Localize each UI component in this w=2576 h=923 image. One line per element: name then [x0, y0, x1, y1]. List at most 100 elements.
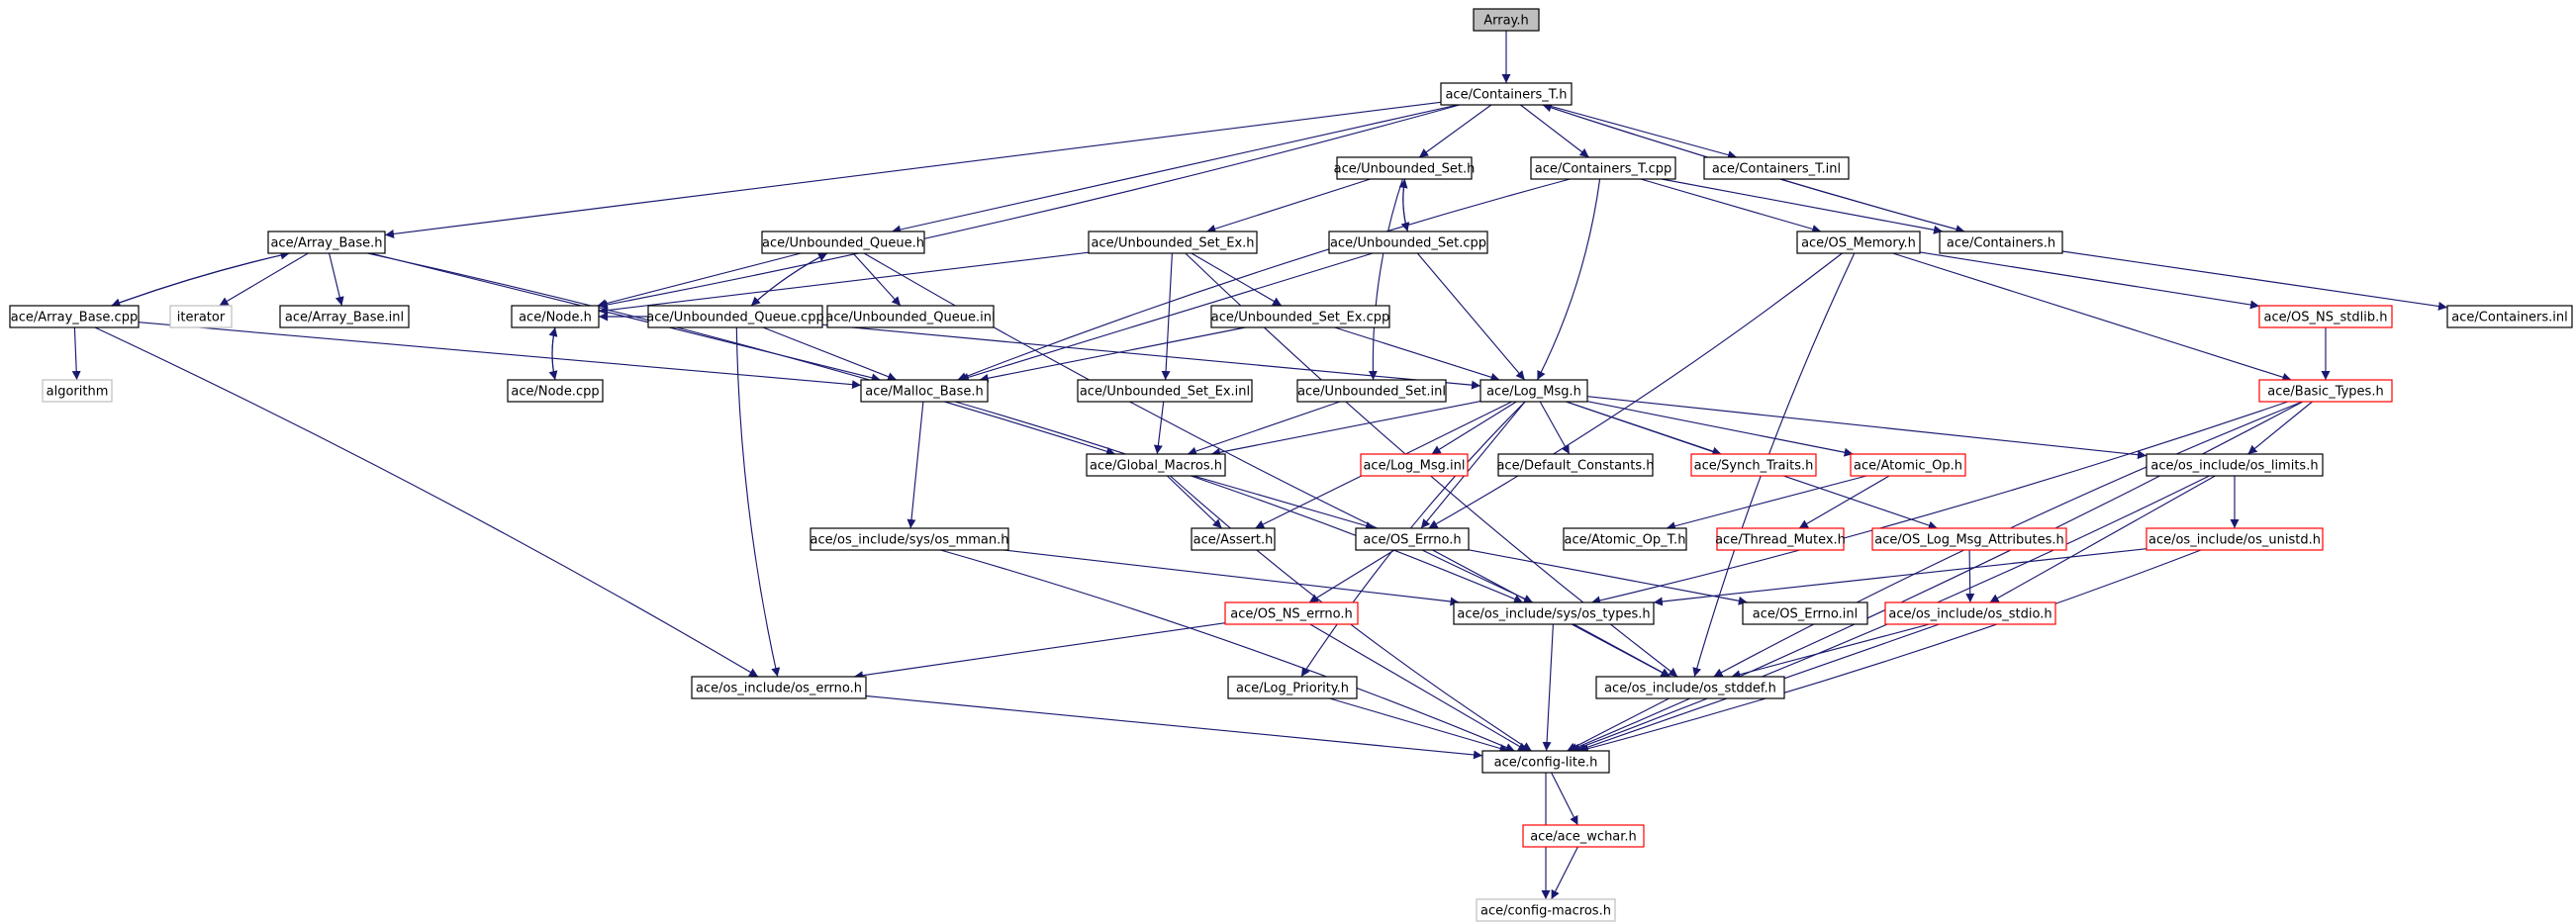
node-box	[2146, 527, 2324, 551]
edge-os_limits_h-to-os_stdio_h	[1989, 475, 2216, 603]
node-box	[1703, 156, 1850, 180]
node-label: ace/os_include/os_stdio.h	[1888, 607, 2051, 622]
node-array-base-cpp[interactable]: ace/Array_Base.cpp	[9, 305, 140, 328]
node-unbounded-queue-inl[interactable]: ace/Unbounded_Queue.inl	[825, 305, 996, 328]
node-containers-t-inl[interactable]: ace/Containers_T.inl	[1703, 156, 1850, 180]
node-label: ace/Containers.h	[1947, 236, 2055, 251]
node-label: ace/os_include/os_errno.h	[696, 682, 862, 696]
node-box	[1690, 453, 1817, 477]
node-atomic-op-t-h[interactable]: ace/Atomic_Op_T.h	[1563, 527, 1687, 551]
node-containers-inl[interactable]: ace/Containers.inl	[2446, 305, 2573, 328]
node-unbounded-set-ex-cpp[interactable]: ace/Unbounded_Set_Ex.cpp	[1210, 305, 1390, 328]
node-label: ace/Unbounded_Set.cpp	[1330, 236, 1486, 251]
node-node-cpp[interactable]: ace/Node.cpp	[507, 379, 604, 403]
node-config-macros-h: ace/config-macros.h	[1476, 898, 1616, 922]
node-label: ace/Unbounded_Queue.cpp	[646, 311, 823, 325]
node-os-ns-stdlib-h[interactable]: ace/OS_NS_stdlib.h	[2258, 305, 2393, 328]
node-label: ace/Containers_T.inl	[1712, 162, 1841, 177]
node-box	[1522, 824, 1645, 848]
node-label: ace/OS_NS_stdlib.h	[2264, 311, 2388, 325]
node-os-include-os-errno-h[interactable]: ace/os_include/os_errno.h	[691, 676, 867, 699]
node-label: ace/os_include/os_limits.h	[2150, 459, 2318, 474]
node-unbounded-queue-cpp[interactable]: ace/Unbounded_Queue.cpp	[646, 305, 824, 328]
node-array-h[interactable]: Array.h	[1473, 8, 1540, 32]
edge-os_errno_ace_h-to-os_errno_inl	[1468, 549, 1748, 605]
node-node-h[interactable]: ace/Node.h	[511, 305, 600, 328]
node-box	[1210, 305, 1390, 328]
node-label: ace/ace_wchar.h	[1530, 830, 1637, 845]
node-box	[511, 305, 600, 328]
edge-array_base_cpp-to-algorithm	[71, 326, 81, 381]
node-global-macros-h[interactable]: ace/Global_Macros.h	[1086, 453, 1226, 477]
node-array-base-h[interactable]: ace/Array_Base.h	[267, 231, 386, 254]
node-array-base-inl[interactable]: ace/Array_Base.inl	[279, 305, 410, 328]
node-box	[761, 231, 925, 254]
node-assert-h[interactable]: ace/Assert.h	[1191, 527, 1276, 551]
node-config-lite-h[interactable]: ace/config-lite.h	[1481, 750, 1610, 774]
node-os-stdio-h[interactable]: ace/os_include/os_stdio.h	[1884, 601, 2056, 625]
node-thread-mutex-h[interactable]: ace/Thread_Mutex.h	[1715, 527, 1846, 551]
node-atomic-op-h[interactable]: ace/Atomic_Op.h	[1850, 453, 1966, 477]
edge-array_base_cpp-to-os_include_os_errno_h	[94, 326, 759, 678]
node-containers-t-h[interactable]: ace/Containers_T.h	[1440, 82, 1573, 106]
node-label: ace/os_include/sys/os_types.h	[1457, 607, 1650, 622]
node-unbounded-set-cpp[interactable]: ace/Unbounded_Set.cpp	[1328, 231, 1488, 254]
node-label: ace/Unbounded_Set_Ex.h	[1091, 236, 1254, 251]
node-malloc-base-h[interactable]: ace/Malloc_Base.h	[860, 379, 989, 403]
node-unbounded-set-h[interactable]: ace/Unbounded_Set.h	[1334, 156, 1476, 180]
node-label: ace/Global_Macros.h	[1090, 459, 1222, 474]
node-basic-types-h[interactable]: ace/Basic_Types.h	[2258, 379, 2393, 403]
node-os-errno-inl[interactable]: ace/OS_Errno.inl	[1742, 601, 1868, 625]
node-ace-wchar-h[interactable]: ace/ace_wchar.h	[1522, 824, 1645, 848]
edge-containers_t_h-to-node_h	[598, 104, 1461, 310]
node-label: ace/Containers.inl	[2451, 311, 2567, 325]
node-os-limits-h[interactable]: ace/os_include/os_limits.h	[2146, 453, 2324, 477]
edge-array_base_cpp-to-array_base_h	[111, 250, 290, 307]
node-synch-traits-h[interactable]: ace/Synch_Traits.h	[1690, 453, 1817, 477]
node-os-types-h[interactable]: ace/os_include/sys/os_types.h	[1453, 601, 1655, 625]
edge-log_msg_h-to-os_limits_h	[1586, 396, 2147, 460]
node-label: ace/Synch_Traits.h	[1694, 459, 1814, 474]
edge-unbounded_queue_cpp-to-log_msg_h	[821, 323, 1481, 390]
edge-unbounded_set_h-to-unbounded_set_inl	[1368, 178, 1403, 381]
edge-array_base_h-to-array_base_inl	[329, 252, 344, 307]
node-os-errno-ace-h[interactable]: ace/OS_Errno.h	[1355, 527, 1470, 551]
node-label: ace/Default_Constants.h	[1496, 459, 1654, 474]
edge-unbounded_queue_cpp-to-malloc_base_h	[762, 326, 898, 381]
node-containers-t-cpp[interactable]: ace/Containers_T.cpp	[1530, 156, 1676, 180]
node-label: ace/Node.cpp	[511, 385, 599, 400]
node-os-log-msg-attributes-h[interactable]: ace/OS_Log_Msg_Attributes.h	[1871, 527, 2067, 551]
node-label: ace/Unbounded_Set_Ex.cpp	[1211, 311, 1389, 325]
node-os-ns-errno-h[interactable]: ace/OS_NS_errno.h	[1224, 601, 1359, 625]
edge-unbounded_set_cpp-to-unbounded_set_h	[1398, 178, 1408, 232]
node-log-msg-inl[interactable]: ace/Log_Msg.inl	[1360, 453, 1469, 477]
node-label: ace/Containers_T.h	[1445, 88, 1567, 103]
edge-atomic_op_h-to-thread_mutex_h	[1798, 475, 1890, 529]
edge-os_memory_h-to-basic_types_h	[1892, 252, 2292, 382]
node-label: ace/config-lite.h	[1494, 756, 1598, 771]
node-os-unistd-h[interactable]: ace/os_include/os_unistd.h	[2146, 527, 2324, 551]
node-label: ace/Log_Msg.h	[1486, 385, 1581, 400]
edge-containers_t_h-to-containers_t_inl	[1545, 104, 1738, 159]
node-log-priority-h[interactable]: ace/Log_Priority.h	[1227, 676, 1358, 699]
node-os-stddef-h[interactable]: ace/os_include/os_stddef.h	[1595, 676, 1785, 699]
edge-unbounded_set_ex_cpp-to-log_msg_h	[1334, 326, 1500, 382]
node-os-memory-h[interactable]: ace/OS_Memory.h	[1796, 231, 1921, 254]
edge-config_lite_h-to-ace_wchar_h	[1551, 772, 1578, 826]
node-containers-h[interactable]: ace/Containers.h	[1939, 231, 2063, 254]
node-unbounded-set-ex-h[interactable]: ace/Unbounded_Set_Ex.h	[1088, 231, 1258, 254]
node-unbounded-queue-h[interactable]: ace/Unbounded_Queue.h	[761, 231, 925, 254]
edge-containers_t_cpp-to-os_memory_h	[1640, 178, 1822, 233]
node-unbounded-set-ex-inl[interactable]: ace/Unbounded_Set_Ex.inl	[1077, 379, 1253, 403]
node-log-msg-h[interactable]: ace/Log_Msg.h	[1479, 379, 1588, 403]
edge-unbounded_set_ex_h-to-unbounded_set_ex_cpp	[1191, 252, 1283, 307]
edge-global_macros_h-to-os_errno_ace_h	[1193, 475, 1376, 530]
edge-unbounded_queue_h-to-unbounded_queue_cpp	[750, 252, 828, 307]
node-unbounded-set-inl[interactable]: ace/Unbounded_Set.inl	[1296, 379, 1447, 403]
edge-os_mman_h-to-os_types_h	[1003, 549, 1460, 606]
node-label: ace/Containers_T.cpp	[1535, 162, 1671, 177]
node-os-mman-h[interactable]: ace/os_include/sys/os_mman.h	[810, 527, 1009, 551]
node-label: Array.h	[1483, 14, 1529, 29]
node-label: ace/os_include/os_stddef.h	[1604, 682, 1776, 696]
node-default-constants-h[interactable]: ace/Default_Constants.h	[1496, 453, 1655, 477]
